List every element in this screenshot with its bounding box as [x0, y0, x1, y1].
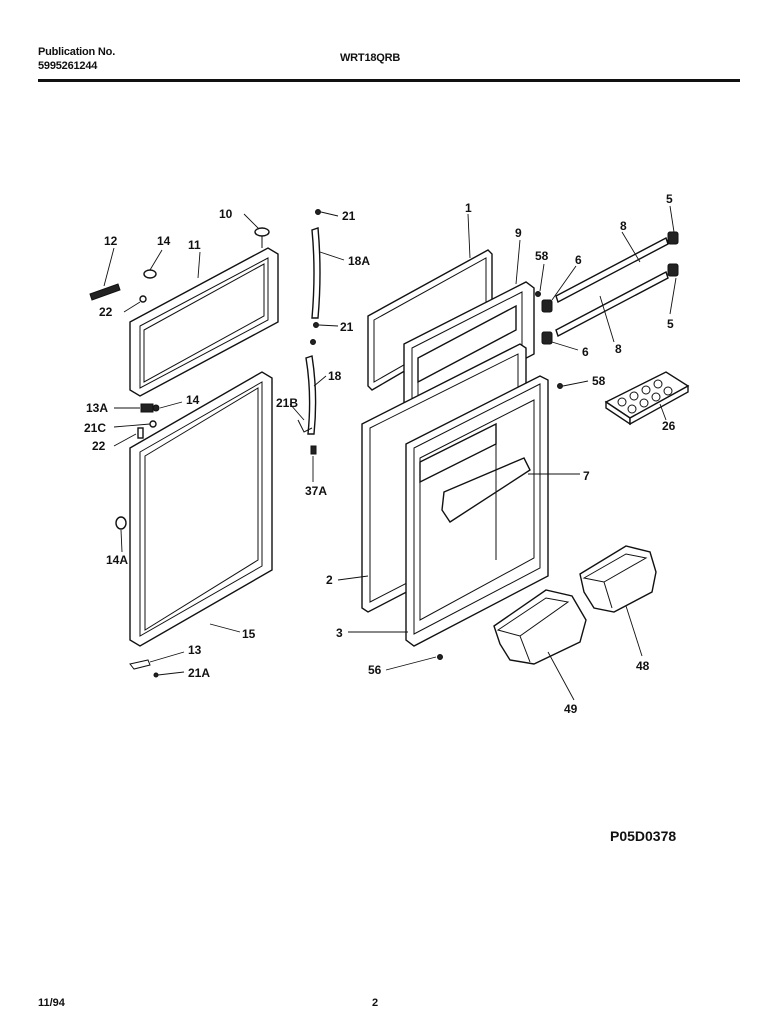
- callout-1: 1: [465, 201, 472, 215]
- callout-21-lower: 21: [340, 320, 354, 334]
- end-cap-6-upper: [541, 299, 553, 313]
- fresh-food-door-gasket: [129, 371, 273, 647]
- egg-tray-26: [604, 371, 690, 426]
- callout-10: 10: [219, 207, 233, 221]
- callout-58-lower: 58: [592, 374, 606, 388]
- footer-date: 11/94: [38, 997, 65, 1009]
- callout-21A: 21A: [188, 666, 210, 680]
- hinge-13-bottom: [129, 659, 151, 670]
- callout-58-upper: 58: [535, 249, 549, 263]
- callout-21B: 21B: [276, 396, 298, 410]
- callout-49: 49: [564, 702, 578, 716]
- callout-12: 12: [104, 234, 118, 248]
- footer-page-number: 2: [372, 997, 379, 1009]
- callout-13A: 13A: [86, 401, 108, 415]
- door-bin-49: [493, 589, 587, 665]
- callout-14-upper: 14: [157, 234, 171, 248]
- end-cap-5-lower: [667, 263, 679, 277]
- hinge-13A: [140, 403, 160, 413]
- screw-58-lower: [557, 383, 563, 389]
- callout-26: 26: [662, 419, 676, 433]
- callout-22-lower: 22: [92, 439, 106, 453]
- screw-22-upper: [139, 295, 147, 303]
- shelf-bar-8-lower: [555, 270, 669, 338]
- header-rule: [38, 79, 740, 82]
- callout-14-lower: 14: [186, 393, 200, 407]
- callout-37A: 37A: [305, 484, 327, 498]
- callout-5-lower: 5: [667, 317, 674, 331]
- hinge-pin-10: [254, 227, 270, 248]
- callout-11: 11: [188, 238, 201, 252]
- screw-56: [437, 654, 443, 660]
- callout-14A: 14A: [106, 553, 128, 567]
- callout-9: 9: [515, 226, 522, 240]
- callout-6-upper: 6: [575, 253, 582, 267]
- cap-14: [143, 269, 157, 279]
- end-cap-5-upper: [667, 231, 679, 245]
- fresh-food-door-liner-3: [405, 375, 549, 647]
- screw-21A: [153, 672, 159, 678]
- freezer-door-gasket: [129, 247, 279, 397]
- freezer-door-liner-9: [403, 281, 535, 419]
- end-cap-6-lower: [541, 331, 553, 345]
- nameplate-12: [89, 283, 121, 301]
- shelf-bar-8-upper: [555, 236, 669, 304]
- callout-21C: 21C: [84, 421, 106, 435]
- callout-8-upper: 8: [620, 219, 627, 233]
- leader-lines: [103, 205, 677, 701]
- callout-22-upper: 22: [99, 305, 113, 319]
- callout-2: 2: [326, 573, 333, 587]
- plug-21C: [149, 420, 157, 428]
- screw-58-upper: [535, 291, 541, 297]
- screw-22-lower: [137, 427, 144, 439]
- callout-8-lower: 8: [615, 342, 622, 356]
- publication-label: Publication No.: [38, 46, 116, 58]
- callout-56: 56: [368, 663, 382, 677]
- freezer-handle-18A: [311, 209, 321, 328]
- door-bin-48: [579, 545, 657, 613]
- callout-5-upper: 5: [666, 192, 673, 206]
- callout-7: 7: [583, 469, 590, 483]
- callout-18A: 18A: [348, 254, 370, 268]
- callout-48: 48: [636, 659, 650, 673]
- fresh-food-handle-18: [297, 339, 317, 455]
- callout-15: 15: [242, 627, 256, 641]
- callout-6-lower: 6: [582, 345, 589, 359]
- publication-number: 5995261244: [38, 60, 98, 72]
- plug-14A: [115, 516, 127, 530]
- callout-21-upper: 21: [342, 209, 356, 223]
- diagram-code: P05D0378: [610, 828, 677, 844]
- callout-18: 18: [328, 369, 342, 383]
- model-number: WRT18QRB: [340, 52, 401, 64]
- callout-3: 3: [336, 626, 343, 640]
- callout-13: 13: [188, 643, 202, 657]
